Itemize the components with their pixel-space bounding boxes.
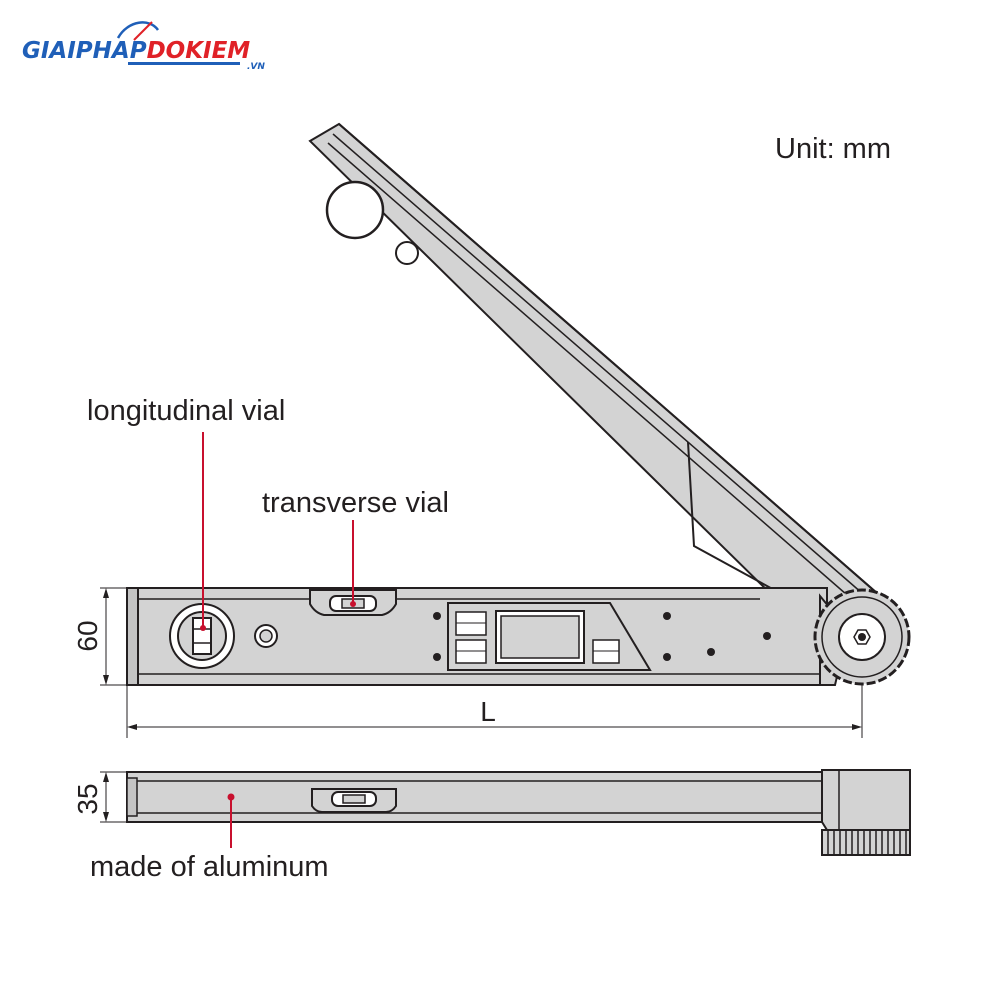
lcd-inner	[500, 615, 580, 659]
logo-text: GIAIPHAPDOKIEM	[22, 38, 250, 64]
angled-arm-body	[308, 122, 880, 662]
brand-logo: GIAIPHAPDOKIEM .VN	[22, 21, 265, 72]
logo-ruler-strip	[128, 62, 240, 65]
logo-suffix: .VN	[247, 62, 265, 72]
screw	[763, 632, 771, 640]
angled-arm-rail-2	[327, 142, 863, 609]
logo-gauge-needle	[133, 21, 153, 41]
main-body	[126, 587, 911, 686]
angled-arm-edge-outer	[338, 123, 879, 595]
leader-longitudinal-vial-dot	[200, 625, 206, 631]
side-knob-knurl	[827, 831, 907, 854]
dimL-arrow-right	[852, 724, 862, 730]
arm-small-hole	[395, 241, 419, 265]
dim-height-side: 35	[72, 783, 103, 814]
angled-arm-rail-1	[332, 133, 871, 601]
side-view	[126, 769, 911, 856]
dimL-arrow-left	[127, 724, 137, 730]
dimension-60: 60	[72, 587, 127, 686]
label-material: made of aluminum	[90, 851, 329, 883]
side-knob	[821, 829, 911, 856]
dim35-arrow-bottom	[103, 812, 109, 822]
logo-brand-left: GIAIPHAP	[22, 38, 147, 64]
side-pivot-block	[821, 769, 911, 831]
screw	[663, 612, 671, 620]
logo-brand-right: DOKIEM	[147, 38, 251, 64]
label-longitudinal-vial: longitudinal vial	[87, 395, 285, 427]
leader-material-dot	[227, 793, 235, 801]
screw-set	[433, 612, 771, 661]
leader-transverse-vial-dot	[350, 601, 356, 607]
dimension-35: 35	[72, 771, 127, 823]
angled-arm	[308, 122, 880, 662]
side-view-endcap	[126, 777, 138, 817]
dim60-arrow-bottom	[103, 675, 109, 685]
screw	[433, 653, 441, 661]
screw	[433, 612, 441, 620]
arm-large-hole	[325, 180, 385, 240]
dimension-l: L	[126, 685, 863, 738]
unit-label: Unit: mm	[775, 133, 891, 165]
screw	[663, 653, 671, 661]
dim-length: L	[480, 696, 496, 727]
main-body-endcap	[126, 587, 139, 686]
dim-height-front: 60	[72, 620, 103, 651]
dim60-arrow-top	[103, 588, 109, 598]
dim35-arrow-top	[103, 772, 109, 782]
screw	[707, 648, 715, 656]
side-vial-bubble	[342, 794, 366, 804]
pivot-center	[858, 633, 866, 641]
front-knob-center	[259, 629, 273, 643]
label-transverse-vial: transverse vial	[262, 487, 449, 519]
logo-gauge-arc	[116, 21, 160, 39]
